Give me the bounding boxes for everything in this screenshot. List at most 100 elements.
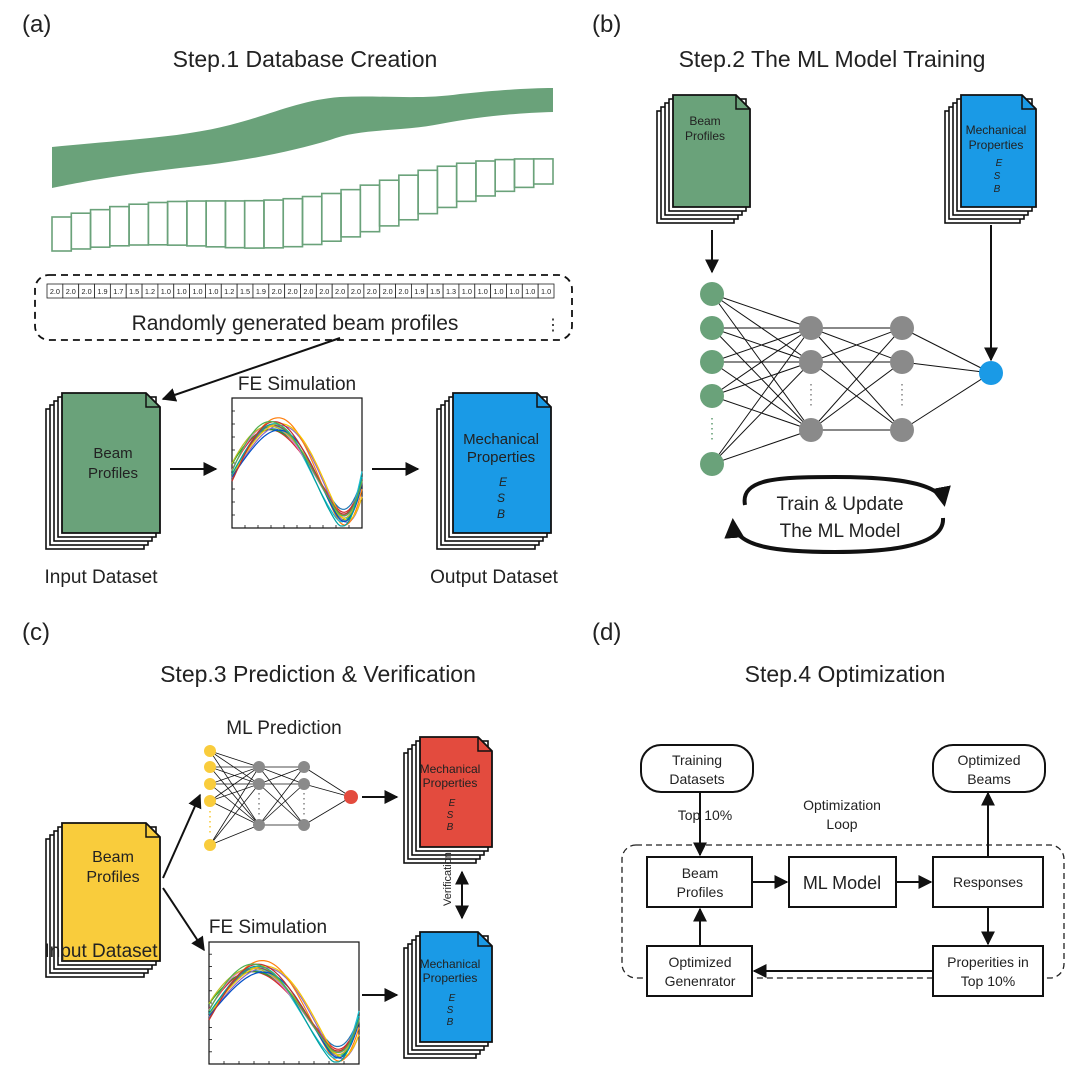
beam-segment	[417, 169, 439, 215]
doc-label-line1: Mechanical	[420, 957, 481, 971]
train-label-line2: The ML Model	[780, 521, 901, 542]
input-dataset-caption: Input Dataset	[44, 941, 158, 962]
input-dataset-caption: Input Dataset	[44, 567, 158, 588]
hidden-node	[799, 418, 823, 442]
network-edge	[209, 750, 260, 768]
beam-segment	[89, 208, 111, 248]
network-edge	[209, 766, 260, 826]
profile-cell-value: 1.0	[525, 287, 535, 296]
doc-label-line2: Properties	[969, 138, 1024, 152]
beam-segment	[436, 165, 458, 209]
doc-symbol-e: E	[499, 475, 508, 489]
beam-segment	[301, 195, 323, 246]
simulation-curve	[231, 421, 363, 515]
network-edge	[258, 766, 305, 826]
input-node	[204, 839, 216, 851]
panel-d-label: (d)	[592, 619, 621, 646]
hidden-node	[799, 316, 823, 340]
fe-simulation-plot	[231, 397, 363, 529]
profile-cell-value: 2.0	[335, 287, 345, 296]
network-edge	[810, 327, 903, 363]
profile-cell-value: 1.0	[177, 287, 187, 296]
beam-profiles-node	[646, 856, 753, 908]
responses-label: Responses	[953, 874, 1023, 890]
profile-cell-value: 1.9	[414, 287, 424, 296]
doc-label-line1: Beam	[93, 445, 132, 462]
profile-cell-value: 2.0	[272, 287, 282, 296]
input-dataset-doc: Beam Profiles	[45, 822, 161, 978]
neural-network-small	[204, 745, 358, 851]
simulated-properties-doc: Mechanical Properties E S B	[403, 931, 493, 1059]
hidden-node	[298, 819, 310, 831]
generator-line2: Genenrator	[665, 973, 736, 989]
train-label-line1: Train & Update	[776, 494, 903, 515]
ml-prediction-title: ML Prediction	[226, 718, 341, 739]
input-node	[700, 350, 724, 374]
hidden-node	[799, 350, 823, 374]
input-dataset-doc: Beam Profiles	[45, 392, 161, 550]
loop-label-line1: Optimization	[803, 797, 881, 813]
beam-segment	[224, 200, 246, 249]
network-edge	[901, 361, 992, 374]
doc-label-line1: Mechanical	[966, 123, 1027, 137]
beam-segment	[359, 184, 381, 233]
output-node	[979, 361, 1003, 385]
beam-segment	[378, 179, 400, 227]
doc-label-line2: Properties	[423, 971, 478, 985]
doc-label-line1: Mechanical	[420, 762, 481, 776]
network-edge	[209, 750, 260, 785]
panel-a-title: Step.1 Database Creation	[173, 46, 438, 72]
generator-line1: Optimized	[668, 954, 731, 970]
doc-page-fold	[735, 95, 750, 110]
doc-page-front	[419, 931, 493, 1043]
beam-profiles-doc: Beam Profiles	[656, 94, 751, 224]
network-edge	[711, 429, 812, 465]
profile-cell-value: 1.5	[129, 287, 139, 296]
panel-a-label: (a)	[22, 11, 51, 38]
neural-network	[700, 282, 1003, 476]
simulation-curve	[208, 963, 360, 1052]
input-node	[700, 316, 724, 340]
network-edge	[209, 766, 260, 785]
network-edge	[209, 783, 260, 802]
responses-node	[932, 856, 1044, 908]
hidden-node	[890, 418, 914, 442]
profile-cell-value: 1.0	[208, 287, 218, 296]
simulation-curve	[208, 967, 360, 1060]
output-node	[344, 790, 358, 804]
doc-symbol-e: E	[449, 993, 456, 1004]
random-profiles-box	[34, 274, 573, 341]
simulation-curve	[208, 963, 360, 1054]
train-update-loop: Train & Update The ML Model	[724, 474, 951, 555]
doc-symbol-b: B	[447, 1017, 454, 1028]
network-edge	[209, 783, 260, 826]
plot-frame	[231, 397, 363, 529]
doc-label-line1: Beam	[689, 114, 720, 128]
input-node	[204, 745, 216, 757]
network-edge	[209, 824, 260, 846]
network-edge	[711, 327, 812, 465]
doc-label-line1: Mechanical	[463, 431, 539, 448]
doc-page-fold	[536, 393, 551, 408]
fe-simulation-plot	[208, 941, 360, 1065]
beam-segment	[51, 216, 73, 252]
predicted-properties-doc: Mechanical Properties E S B	[403, 736, 493, 864]
panel-c-title: Step.3 Prediction & Verification	[160, 661, 476, 687]
input-node	[204, 778, 216, 790]
random-profiles-dots: ⋮	[545, 317, 561, 334]
doc-page-fold	[1021, 95, 1036, 110]
optimized-beams-line2: Beams	[967, 771, 1011, 787]
doc-page-front	[419, 736, 493, 848]
profile-cell-value: 2.0	[319, 287, 329, 296]
network-edge	[711, 361, 812, 397]
profile-cell-value: 2.0	[288, 287, 298, 296]
network-edge	[711, 293, 812, 329]
simulation-curve	[231, 429, 363, 523]
network-edge	[711, 361, 812, 465]
training-label-line2: Datasets	[669, 771, 724, 787]
doc-label-line1: Beam	[92, 849, 134, 866]
profile-cell-value: 2.0	[50, 287, 60, 296]
loop-label-line2: Loop	[826, 816, 857, 832]
beam-segment	[128, 203, 150, 246]
top10-label: Top 10%	[678, 807, 732, 823]
